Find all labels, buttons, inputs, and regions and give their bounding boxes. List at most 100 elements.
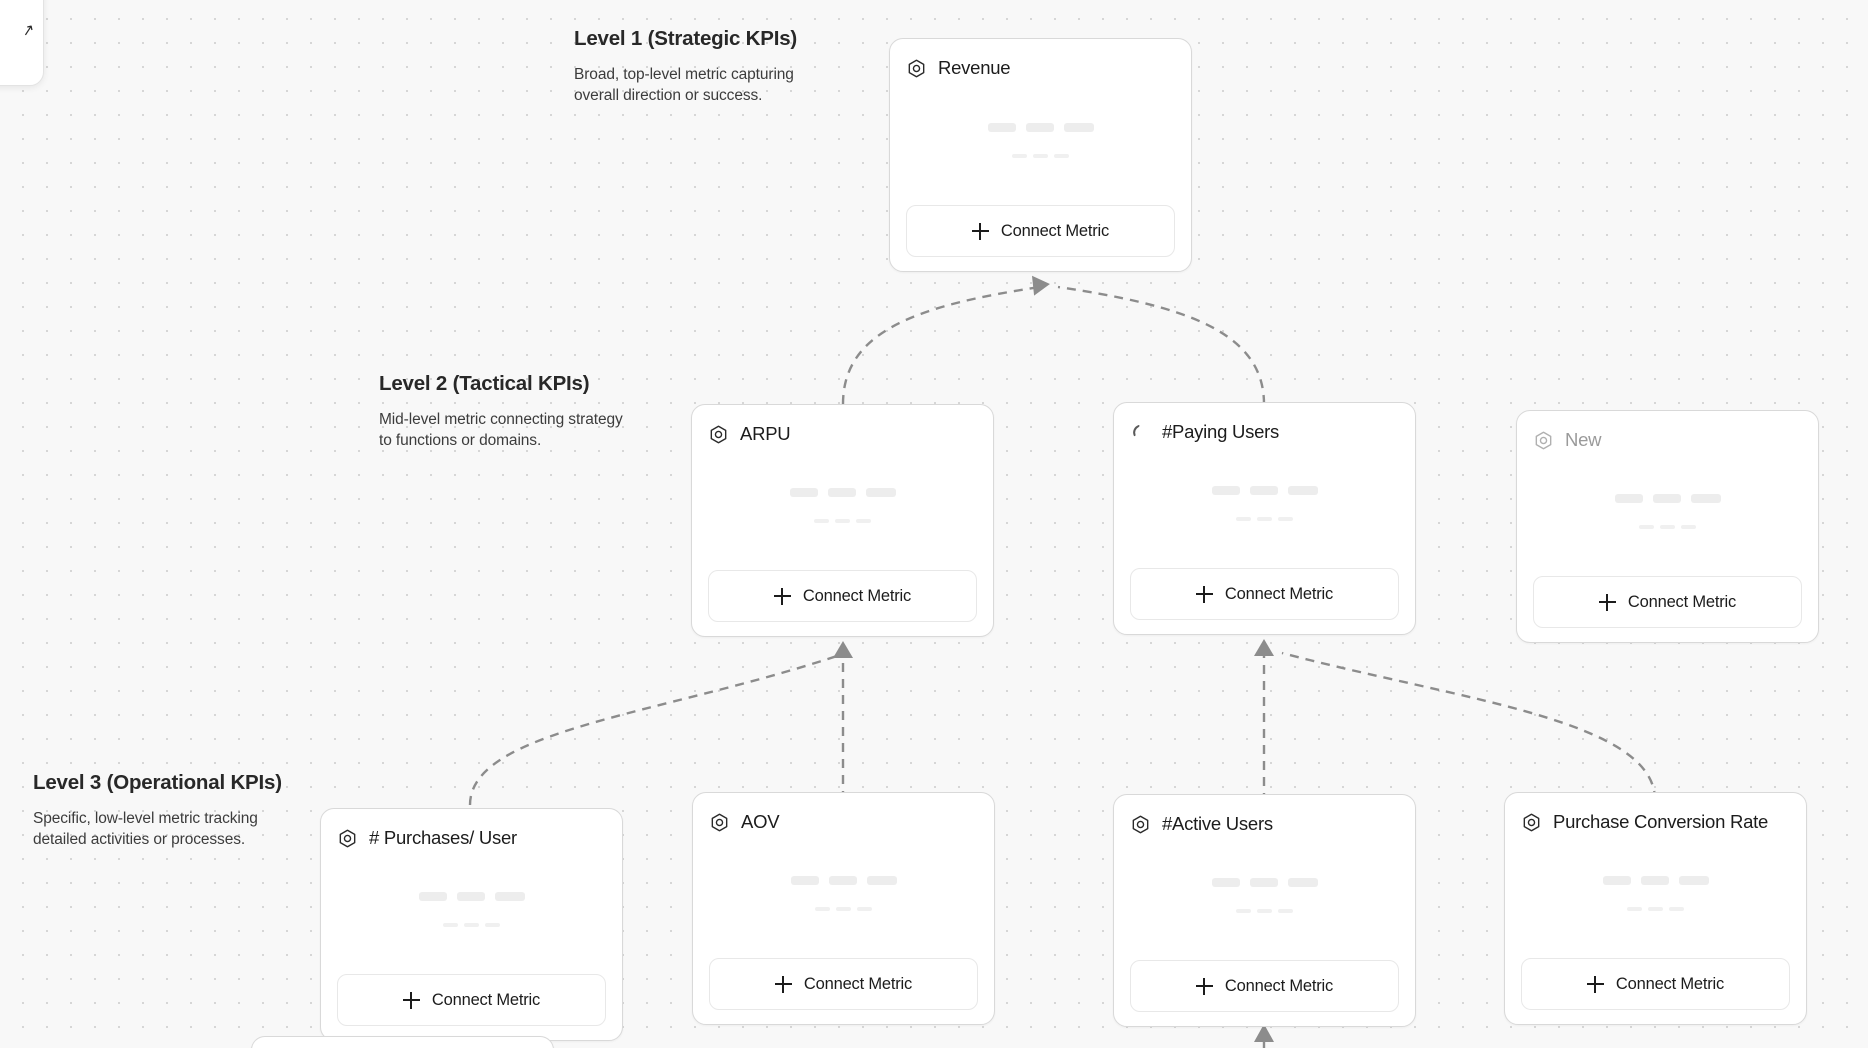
card-header: ARPU — [708, 421, 977, 447]
cursor-icon: ↗ — [20, 20, 37, 41]
skeleton-bar — [1678, 876, 1709, 885]
skeleton-bar — [1249, 486, 1278, 495]
plus-icon — [1598, 593, 1616, 611]
connect-metric-label: Connect Metric — [1224, 976, 1334, 995]
card-title: #Paying Users — [1162, 420, 1280, 442]
skeleton-bar — [1236, 517, 1251, 521]
skeleton-row-secondary — [1639, 525, 1696, 529]
skeleton-bar — [836, 907, 851, 911]
edge-conversion-to-paying-users — [1281, 651, 1657, 801]
loading-spinner-icon — [1133, 424, 1149, 440]
skeleton-bar — [856, 519, 871, 523]
arrowhead-revenue — [1031, 275, 1050, 296]
level-label-2: Level 2 (Tactical KPIs) Mid-level metric… — [379, 371, 629, 452]
skeleton-row-secondary — [1627, 907, 1684, 911]
metric-card-purchase-conversion-rate[interactable]: Purchase Conversion Rate Connect Metric — [1504, 792, 1807, 1025]
level-label-3: Level 3 (Operational KPIs) Specific, low… — [33, 770, 303, 851]
skeleton-bar — [1690, 494, 1721, 503]
plus-icon — [774, 975, 792, 993]
skeleton-bar — [456, 892, 485, 901]
arrowhead-arpu — [833, 641, 853, 658]
skeleton-bar — [1278, 517, 1293, 521]
hexagon-target-icon — [1535, 431, 1552, 449]
metric-card-arpu[interactable]: ARPU Connect Metric — [691, 404, 994, 637]
metric-card-aov[interactable]: AOV Connect Metric — [692, 792, 995, 1025]
skeleton-bar — [1236, 909, 1251, 913]
connect-metric-button[interactable]: Connect Metric — [1130, 960, 1399, 1012]
level-label-1: Level 1 (Strategic KPIs) Broad, top-leve… — [574, 26, 824, 107]
plus-icon — [971, 222, 989, 240]
metric-skeleton-placeholder — [1521, 835, 1790, 958]
card-title: Purchase Conversion Rate — [1553, 810, 1769, 832]
metric-skeleton-placeholder — [337, 851, 606, 974]
skeleton-bar — [1054, 153, 1069, 158]
metric-card-active-users[interactable]: #Active Users Connect Metric — [1113, 794, 1416, 1027]
skeleton-bar — [790, 876, 819, 885]
connect-metric-button[interactable]: Connect Metric — [1130, 568, 1399, 620]
skeleton-row-primary — [789, 488, 896, 497]
card-title: #Active Users — [1162, 812, 1273, 834]
skeleton-bar — [1639, 525, 1654, 529]
skeleton-bar — [1033, 153, 1048, 158]
metric-card-revenue[interactable]: Revenue Connect Metric — [889, 38, 1192, 272]
skeleton-row-primary — [790, 876, 897, 885]
card-title: New — [1565, 428, 1602, 450]
edge-arpu-to-revenue — [841, 285, 1041, 405]
connect-metric-label: Connect Metric — [1224, 584, 1334, 603]
connect-metric-button[interactable]: Connect Metric — [709, 958, 978, 1010]
card-header: AOV — [709, 809, 978, 835]
skeleton-row-primary — [418, 892, 525, 901]
skeleton-bar — [1257, 517, 1272, 521]
connect-metric-button[interactable]: Connect Metric — [337, 974, 606, 1026]
connect-metric-label: Connect Metric — [1000, 221, 1110, 240]
connect-metric-label: Connect Metric — [803, 974, 913, 993]
skeleton-bar — [1249, 878, 1278, 887]
skeleton-bar — [1287, 486, 1318, 495]
skeleton-bar — [857, 907, 872, 911]
skeleton-bar — [1627, 907, 1642, 911]
skeleton-bar — [1640, 876, 1669, 885]
metric-card-purchases-per-user[interactable]: # Purchases/ User Connect Metric — [320, 808, 623, 1041]
hexagon-target-icon — [339, 829, 356, 847]
connect-metric-button[interactable]: Connect Metric — [1533, 576, 1802, 628]
level-1-description: Broad, top-level metric capturing overal… — [574, 65, 794, 105]
skeleton-bar — [1012, 153, 1027, 158]
connect-metric-button[interactable]: Connect Metric — [906, 205, 1175, 257]
skeleton-row-secondary — [1236, 909, 1293, 913]
level-3-description: Specific, low-level metric tracking deta… — [33, 809, 258, 849]
plus-icon — [773, 587, 791, 605]
skeleton-row-primary — [987, 122, 1094, 132]
metric-card-paying-users[interactable]: #Paying Users Connect Metric — [1113, 402, 1416, 635]
hexagon-target-icon — [1523, 813, 1540, 831]
plus-icon — [1195, 585, 1213, 603]
connect-metric-label: Connect Metric — [1627, 592, 1737, 611]
connect-metric-button[interactable]: Connect Metric — [1521, 958, 1790, 1010]
arrowhead-paying-users — [1254, 639, 1274, 656]
skeleton-row-secondary — [814, 519, 871, 523]
skeleton-row-secondary — [1012, 153, 1069, 158]
skeleton-bar — [1648, 907, 1663, 911]
skeleton-bar — [1602, 876, 1631, 885]
edge-purchases-to-arpu — [468, 653, 841, 806]
hexagon-target-icon — [1132, 815, 1149, 833]
skeleton-bar — [789, 488, 818, 497]
hexagon-target-icon — [908, 59, 925, 77]
card-title: Revenue — [938, 56, 1011, 78]
skeleton-bar — [1660, 525, 1675, 529]
skeleton-bar — [815, 907, 830, 911]
connect-metric-label: Connect Metric — [802, 586, 912, 605]
metric-skeleton-placeholder — [1130, 445, 1399, 568]
connect-metric-button[interactable]: Connect Metric — [708, 570, 977, 622]
card-header: # Purchases/ User — [337, 825, 606, 851]
card-header: #Paying Users — [1130, 419, 1399, 445]
skeleton-bar — [1278, 909, 1293, 913]
card-title: AOV — [741, 810, 780, 832]
metric-card-new[interactable]: New Connect Metric — [1516, 410, 1819, 643]
level-2-title: Level 2 (Tactical KPIs) — [379, 372, 590, 395]
edge-paying-users-to-revenue — [1057, 285, 1266, 405]
skeleton-bar — [485, 923, 500, 927]
metric-card-offscreen-bottom[interactable] — [251, 1036, 554, 1048]
card-title: ARPU — [740, 422, 791, 444]
floating-toolbar-panel[interactable]: ↗ — [0, 0, 44, 86]
